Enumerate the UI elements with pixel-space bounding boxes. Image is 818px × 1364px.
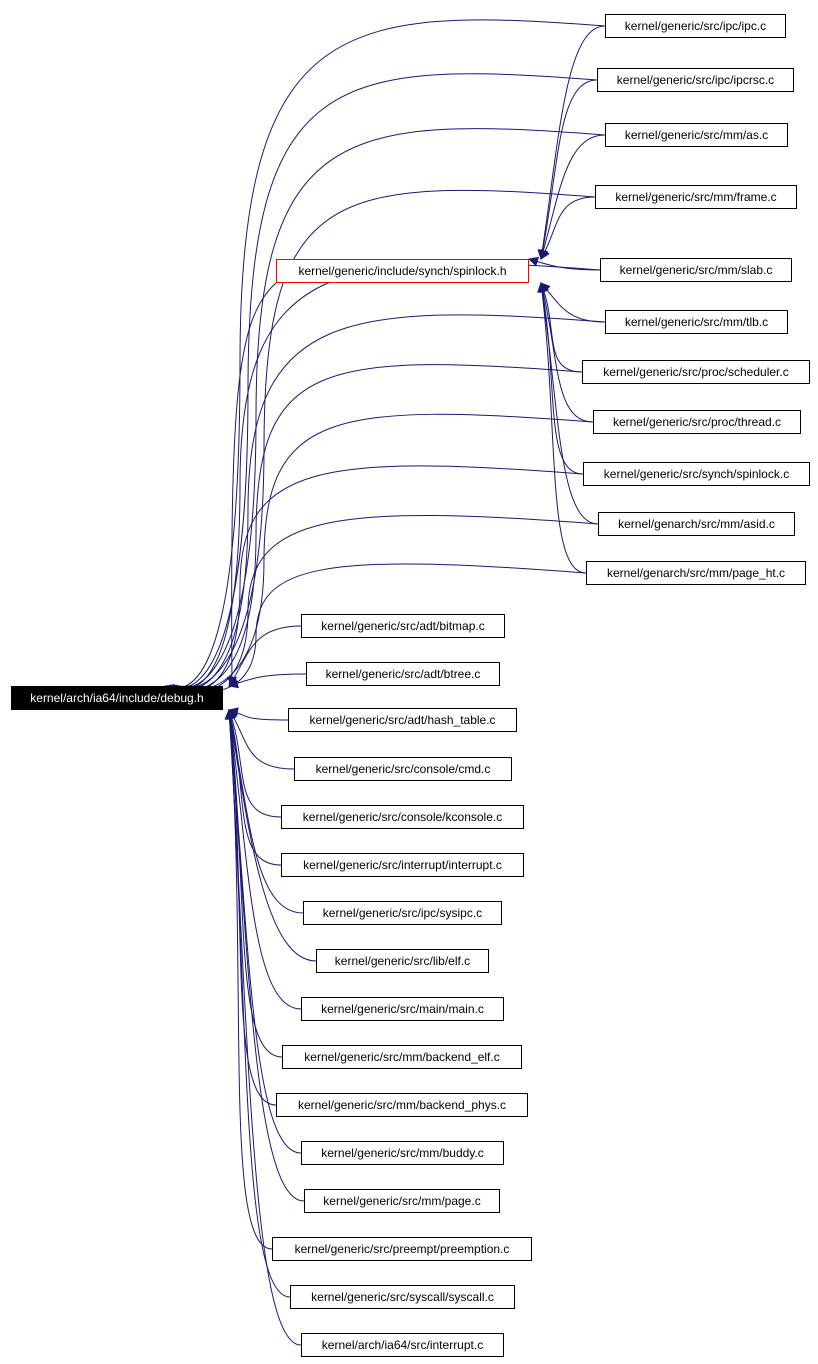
node-synch-spinlock-c-to-spinlock-edge xyxy=(537,282,584,475)
root-node-debug-h: kernel/arch/ia64/include/debug.h xyxy=(11,686,223,710)
node-genarch-asid-c[interactable]: kernel/genarch/src/mm/asid.c xyxy=(598,512,795,536)
node-synch-spinlock-c[interactable]: kernel/generic/src/synch/spinlock.c xyxy=(583,462,810,486)
node-mm-frame-c[interactable]: kernel/generic/src/mm/frame.c xyxy=(595,185,797,209)
node-console-kconsole-c[interactable]: kernel/generic/src/console/kconsole.c xyxy=(281,805,524,829)
node-lib-elf-c[interactable]: kernel/generic/src/lib/elf.c xyxy=(316,949,489,973)
node-adt-hash-table-c[interactable]: kernel/generic/src/adt/hash_table.c xyxy=(288,708,517,732)
node-genarch-page-ht-c-to-spinlock-edge xyxy=(537,282,587,574)
node-mm-backend-elf-c-to-debug-edge xyxy=(225,709,283,1058)
node-mm-tlb-c[interactable]: kernel/generic/src/mm/tlb.c xyxy=(605,310,788,334)
node-interrupt-interrupt-c-to-debug-edge xyxy=(226,709,282,866)
node-ipc-c[interactable]: kernel/generic/src/ipc/ipc.c xyxy=(605,14,786,38)
node-mm-page-c[interactable]: kernel/generic/src/mm/page.c xyxy=(304,1189,500,1213)
node-mm-slab-c[interactable]: kernel/generic/src/mm/slab.c xyxy=(600,258,792,282)
node-mm-as-c-to-debug-edge xyxy=(170,128,606,695)
node-proc-thread-c[interactable]: kernel/generic/src/proc/thread.c xyxy=(593,410,801,434)
node-console-kconsole-c-to-debug-edge xyxy=(227,709,282,818)
node-preempt-preemption-c[interactable]: kernel/generic/src/preempt/preemption.c xyxy=(272,1237,532,1261)
node-proc-scheduler-c-to-debug-edge xyxy=(178,364,583,696)
node-ipc-sysipc-c-to-debug-edge xyxy=(225,709,304,914)
node-ipcrsc-c-to-spinlock-edge xyxy=(537,79,598,260)
node-ipcrsc-c-to-debug-edge xyxy=(167,73,598,694)
node-mm-tlb-c-to-debug-edge xyxy=(179,314,606,697)
node-proc-thread-c-to-spinlock-edge xyxy=(538,282,594,423)
spinlock-h-to-debug-edge xyxy=(226,282,277,687)
node-proc-scheduler-c-to-spinlock-edge xyxy=(539,282,583,373)
node-ipc-c-to-spinlock-edge xyxy=(537,25,606,260)
node-genarch-asid-c-to-spinlock-edge xyxy=(537,282,599,525)
node-main-main-c[interactable]: kernel/generic/src/main/main.c xyxy=(301,997,504,1021)
node-mm-backend-phys-c[interactable]: kernel/generic/src/mm/backend_phys.c xyxy=(276,1093,528,1117)
node-adt-bitmap-c-to-debug-edge xyxy=(228,625,302,687)
node-mm-frame-c-to-spinlock-edge xyxy=(540,196,596,260)
node-interrupt-interrupt-c[interactable]: kernel/generic/src/interrupt/interrupt.c xyxy=(281,853,524,877)
node-arch-ia64-interrupt-c[interactable]: kernel/arch/ia64/src/interrupt.c xyxy=(301,1333,504,1357)
node-proc-scheduler-c[interactable]: kernel/generic/src/proc/scheduler.c xyxy=(582,360,810,384)
node-mm-as-c-to-spinlock-edge xyxy=(538,134,606,260)
node-ipc-sysipc-c[interactable]: kernel/generic/src/ipc/sysipc.c xyxy=(303,901,502,925)
node-adt-hash-table-c-to-debug-edge xyxy=(228,707,289,721)
node-adt-bitmap-c[interactable]: kernel/generic/src/adt/bitmap.c xyxy=(301,614,505,638)
node-spinlock-h[interactable]: kernel/generic/include/synch/spinlock.h xyxy=(276,259,529,283)
node-mm-backend-elf-c[interactable]: kernel/generic/src/mm/backend_elf.c xyxy=(282,1045,522,1069)
node-mm-frame-c-to-debug-edge xyxy=(173,189,596,696)
node-mm-buddy-c[interactable]: kernel/generic/src/mm/buddy.c xyxy=(301,1141,504,1165)
node-mm-buddy-c-to-debug-edge xyxy=(224,709,302,1154)
node-syscall-syscall-c[interactable]: kernel/generic/src/syscall/syscall.c xyxy=(290,1285,515,1309)
node-mm-as-c[interactable]: kernel/generic/src/mm/as.c xyxy=(605,123,788,147)
node-mm-slab-c-to-spinlock-edge xyxy=(528,256,601,271)
node-adt-btree-c[interactable]: kernel/generic/src/adt/btree.c xyxy=(306,662,500,686)
node-arch-ia64-interrupt-c-to-debug-edge xyxy=(224,709,302,1346)
node-ipcrsc-c[interactable]: kernel/generic/src/ipc/ipcrsc.c xyxy=(597,68,794,92)
node-ipc-c-to-debug-edge xyxy=(164,19,606,694)
node-mm-tlb-c-to-spinlock-edge xyxy=(540,282,606,323)
node-genarch-page-ht-c[interactable]: kernel/genarch/src/mm/page_ht.c xyxy=(586,561,806,585)
node-main-main-c-to-debug-edge xyxy=(225,709,302,1010)
node-mm-page-c-to-debug-edge xyxy=(224,709,305,1202)
node-lib-elf-c-to-debug-edge xyxy=(225,709,317,962)
node-console-cmd-c[interactable]: kernel/generic/src/console/cmd.c xyxy=(294,757,512,781)
